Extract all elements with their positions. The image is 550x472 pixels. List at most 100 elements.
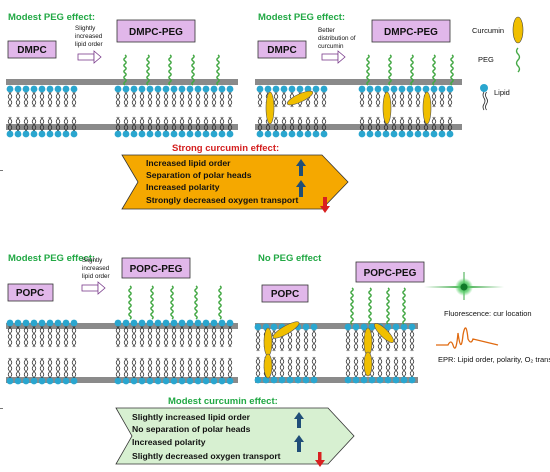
membrane-bar <box>6 377 238 383</box>
lipid <box>194 357 202 385</box>
lipid <box>374 85 382 108</box>
lipid-head <box>254 323 262 331</box>
curcumin <box>286 90 314 106</box>
lipid-head <box>264 85 272 93</box>
lipid <box>302 356 310 384</box>
lipid-head <box>430 85 438 93</box>
peg-chain <box>128 285 132 320</box>
lipid <box>210 85 218 108</box>
lipid <box>146 85 154 108</box>
lipid <box>30 357 38 385</box>
lipid <box>194 116 202 138</box>
lipid-head <box>270 323 278 331</box>
panel3-arrow <box>81 281 106 295</box>
lipid <box>286 356 294 384</box>
legend-peg: PEG <box>478 55 494 64</box>
lipid-head <box>398 85 406 93</box>
lipid-head <box>162 85 170 93</box>
lipid <box>430 116 438 138</box>
lipid <box>130 319 138 348</box>
lipid <box>400 356 408 384</box>
lipid-head <box>366 130 374 138</box>
lipid-head <box>130 85 138 93</box>
lipid-head <box>218 377 226 385</box>
lipid-head <box>138 130 146 138</box>
strong-effect-box <box>121 154 349 210</box>
lipid-head <box>38 319 46 327</box>
lipid-head <box>422 130 430 138</box>
lipid-head <box>406 130 414 138</box>
modest-effect-line-3: Increased polarity <box>132 437 206 447</box>
lipid <box>392 356 400 384</box>
lipid <box>352 323 360 352</box>
lipid <box>46 319 54 348</box>
lipid-head <box>210 130 218 138</box>
lipid-head <box>344 376 352 384</box>
lipid <box>358 85 366 108</box>
strong-effect-up-arrow-2 <box>296 180 306 197</box>
panel1-arrow <box>77 50 102 64</box>
lipid-head <box>358 85 366 93</box>
lipid-head <box>382 85 390 93</box>
lipid <box>304 116 312 138</box>
lipid <box>162 357 170 385</box>
lipid <box>54 319 62 348</box>
lipid-head <box>278 376 286 384</box>
lipid <box>54 85 62 108</box>
lipid-head <box>30 319 38 327</box>
lipid-head <box>226 85 234 93</box>
peg-chain <box>191 54 195 86</box>
lipid <box>390 116 398 138</box>
lipid <box>226 319 234 348</box>
lipid-head <box>114 85 122 93</box>
lipid <box>70 319 78 348</box>
lipid <box>170 357 178 385</box>
lipid <box>312 116 320 138</box>
modest-effect-down-arrow <box>315 452 325 467</box>
lipid-head <box>46 319 54 327</box>
panel1-right-label: DMPC-PEG <box>129 27 183 38</box>
lipid <box>414 85 422 108</box>
strong-effect-line-3: Increased polarity <box>146 182 220 192</box>
lipid-head <box>54 130 62 138</box>
lipid-head <box>14 319 22 327</box>
lipid <box>194 319 202 348</box>
lipid <box>218 319 226 348</box>
lipid <box>280 116 288 138</box>
lipid <box>392 323 400 352</box>
lipid <box>344 323 352 352</box>
lipid-head <box>122 85 130 93</box>
lipid-head <box>170 377 178 385</box>
lipid <box>384 356 392 384</box>
fluorescence-icon <box>424 272 504 300</box>
lipid-head <box>62 377 70 385</box>
lipid-head <box>390 85 398 93</box>
lipid-head <box>422 85 430 93</box>
peg-chain <box>146 54 150 86</box>
strong-effect-title: Strong curcumin effect: <box>172 143 279 154</box>
lipid-head <box>310 376 318 384</box>
lipid <box>218 85 226 108</box>
lipid <box>280 85 288 108</box>
lipid <box>254 323 262 352</box>
peg-chain <box>218 285 222 320</box>
lipid <box>398 116 406 138</box>
peg-chain <box>432 54 436 86</box>
lipid-head <box>22 130 30 138</box>
lipid <box>30 85 38 108</box>
modest-effect-line-2: No separation of polar heads <box>132 424 251 434</box>
lipid-head <box>320 85 328 93</box>
panel2-arrow <box>321 50 346 64</box>
lipid <box>186 85 194 108</box>
panel3-left-label: POPC <box>16 288 44 299</box>
lipid <box>54 116 62 138</box>
membrane-bar <box>255 79 462 85</box>
lipid <box>186 319 194 348</box>
curcumin <box>272 321 300 339</box>
lipid-head <box>154 85 162 93</box>
lipid-head <box>392 376 400 384</box>
legend: Curcumin PEG Lipid <box>472 16 524 111</box>
lipid <box>114 85 122 108</box>
lipid <box>6 357 14 385</box>
lipid <box>146 319 154 348</box>
